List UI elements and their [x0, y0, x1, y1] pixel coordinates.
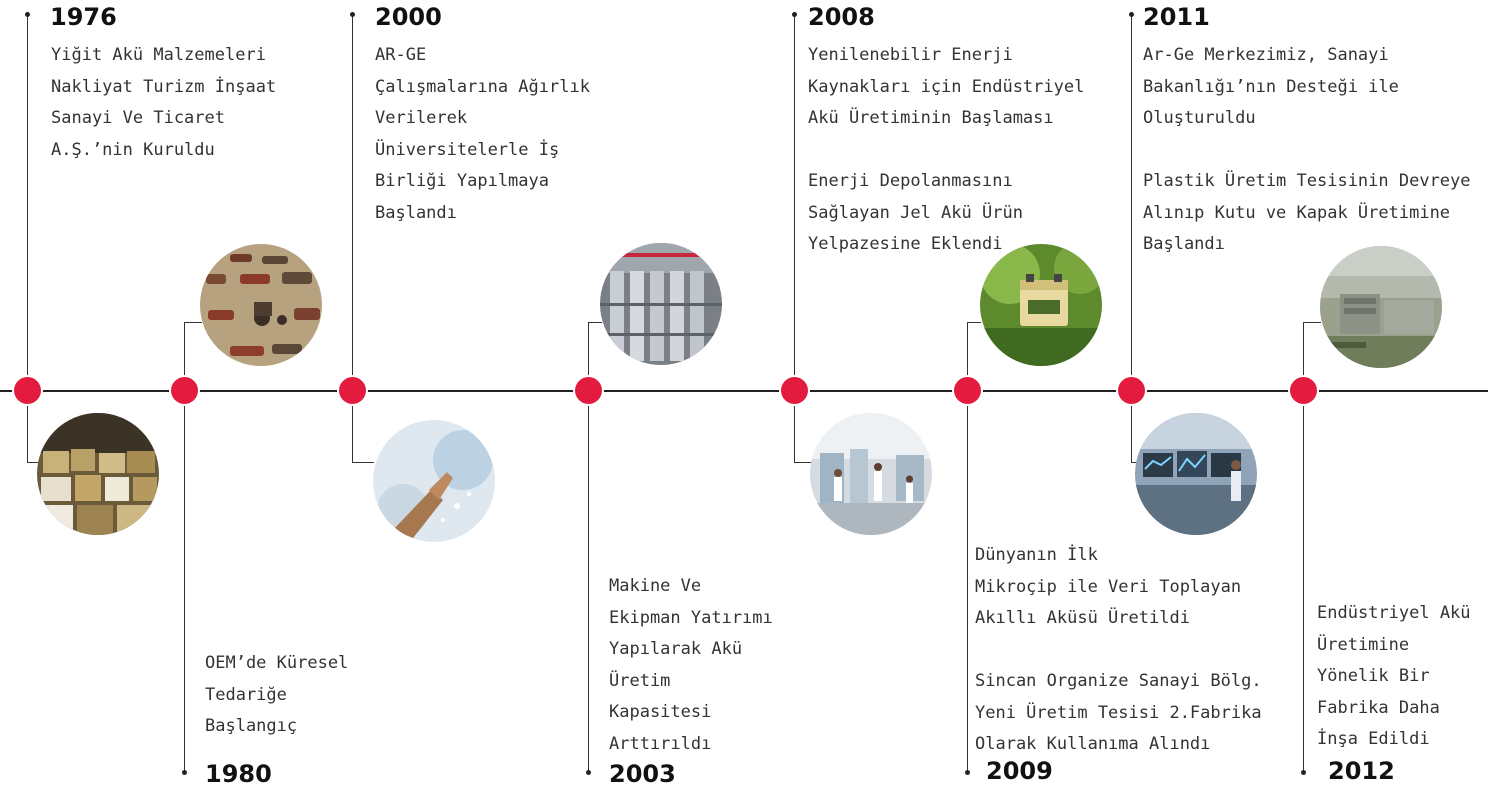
tip-dot-1976 [25, 12, 30, 17]
tip-dot-1980 [182, 770, 187, 775]
milestone-text-2012: Endüstriyel Akü Üretimine Yönelik Bir Fa… [1317, 603, 1471, 749]
photo-production-line-image [600, 243, 722, 365]
milestone-text-2008: Yenilenebilir Enerji Kaynakları için End… [808, 45, 1085, 254]
milestone-year-2003: 2003 [609, 760, 676, 788]
tip-dot-2008 [792, 12, 797, 17]
milestone-text-1980: OEM’de Küresel Tedariğe Başlangıç [205, 653, 349, 736]
milestone-text-2003: Makine Ve Ekipman Yatırımı Yapılarak Akü… [609, 576, 773, 754]
tip-dot-2011 [1129, 12, 1134, 17]
milestone-dot-2009[interactable] [954, 377, 981, 404]
milestone-year-1976: 1976 [50, 3, 117, 31]
photo-factory-aerial-image [1320, 246, 1442, 368]
milestone-year-2009: 2009 [986, 757, 1053, 785]
connector-2009-photo [967, 322, 981, 323]
milestone-text-2009: Dünyanın İlk Mikroçip ile Veri Toplayan … [975, 545, 1262, 754]
photo-vintage-vehicles-image [200, 244, 322, 366]
milestone-text-2000: AR-GE Çalışmalarına Ağırlık Verilerek Ün… [375, 45, 590, 223]
photo-research-hand-image [373, 420, 495, 542]
tip-dot-2009 [965, 770, 970, 775]
milestone-dot-1976[interactable] [14, 377, 41, 404]
milestone-year-1980: 1980 [205, 760, 272, 788]
connector-2000 [352, 14, 353, 463]
timeline-axis [0, 390, 1488, 392]
milestone-year-2008: 2008 [808, 3, 875, 31]
connector-1976 [27, 14, 28, 463]
photo-warehouse-image [37, 413, 159, 535]
connector-2012-photo [1303, 322, 1321, 323]
tip-dot-2003 [586, 770, 591, 775]
tip-dot-2012 [1301, 770, 1306, 775]
milestone-dot-2011[interactable] [1118, 377, 1145, 404]
milestone-dot-2000[interactable] [339, 377, 366, 404]
milestone-dot-2008[interactable] [781, 377, 808, 404]
connector-1976-photo [27, 462, 41, 463]
connector-2011 [1131, 14, 1132, 463]
connector-1980-photo [184, 322, 202, 323]
connector-1980 [184, 322, 185, 772]
milestone-dot-2003[interactable] [575, 377, 602, 404]
milestone-dot-1980[interactable] [171, 377, 198, 404]
milestone-year-2011: 2011 [1143, 3, 1210, 31]
connector-2003 [588, 322, 589, 772]
connector-2012 [1303, 322, 1304, 772]
photo-control-room-image [1135, 413, 1257, 535]
tip-dot-2000 [350, 12, 355, 17]
photo-laboratory-image [810, 413, 932, 535]
milestone-year-2000: 2000 [375, 3, 442, 31]
connector-2008 [794, 14, 795, 463]
photo-battery-on-grass-image [980, 244, 1102, 366]
milestone-text-1976: Yiğit Akü Malzemeleri Nakliyat Turizm İn… [51, 45, 277, 160]
connector-2003-photo [588, 322, 602, 323]
connector-2000-photo [352, 462, 374, 463]
milestone-text-2011: Ar-Ge Merkezimiz, Sanayi Bakanlığı’nın D… [1143, 45, 1471, 254]
connector-2008-photo [794, 462, 812, 463]
milestone-year-2012: 2012 [1328, 757, 1395, 785]
connector-2009 [967, 322, 968, 772]
milestone-dot-2012[interactable] [1290, 377, 1317, 404]
